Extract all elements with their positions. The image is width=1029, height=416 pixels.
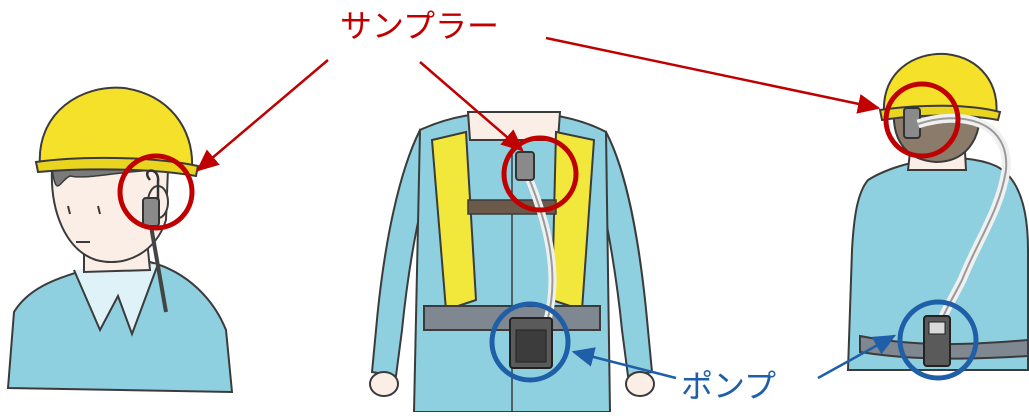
center-pump-grille xyxy=(515,329,547,363)
left-worker-eye xyxy=(97,205,101,215)
left-worker-helmet xyxy=(38,86,194,170)
center-harness-left-strap xyxy=(430,130,478,312)
center-worker-left-hand xyxy=(369,371,399,397)
pump-label: ポンプ xyxy=(681,367,777,405)
center-sampler-tube-outline xyxy=(527,175,554,319)
worker-back-right xyxy=(846,52,1029,381)
left-sampler-device xyxy=(142,197,160,227)
pump-arrow-right xyxy=(817,334,897,380)
worker-front-left xyxy=(6,86,234,394)
center-worker-right-hand xyxy=(625,371,655,397)
left-worker-eye xyxy=(67,205,71,215)
sampler-callout-arrows xyxy=(196,36,881,172)
pump-arrow-center xyxy=(571,347,677,380)
left-sampler-highlight xyxy=(117,153,195,231)
worker-front-center xyxy=(369,110,655,413)
sampler-label: サンプラー xyxy=(340,7,500,45)
right-pump-screen xyxy=(928,321,946,335)
right-sampler-device xyxy=(903,107,921,139)
right-sampler-highlight xyxy=(883,81,961,159)
left-worker-collar xyxy=(73,263,159,337)
left-sampler-clip xyxy=(146,169,160,200)
right-worker-helmet xyxy=(882,52,998,118)
pump-callout-arrows xyxy=(571,334,897,380)
right-sampler-tube-outline xyxy=(917,117,1008,321)
left-worker-helmet-brim xyxy=(34,156,200,178)
center-sampler-highlight xyxy=(501,135,579,213)
right-pump-highlight xyxy=(897,299,979,381)
center-pump-highlight xyxy=(489,301,571,383)
sampler-arrow-center xyxy=(419,61,524,152)
left-sampler-tube xyxy=(149,225,168,313)
sampler-arrow-right xyxy=(545,36,881,114)
sampler-arrow-left xyxy=(196,59,329,172)
center-sampler-device xyxy=(515,151,535,181)
left-worker-face xyxy=(50,167,170,263)
